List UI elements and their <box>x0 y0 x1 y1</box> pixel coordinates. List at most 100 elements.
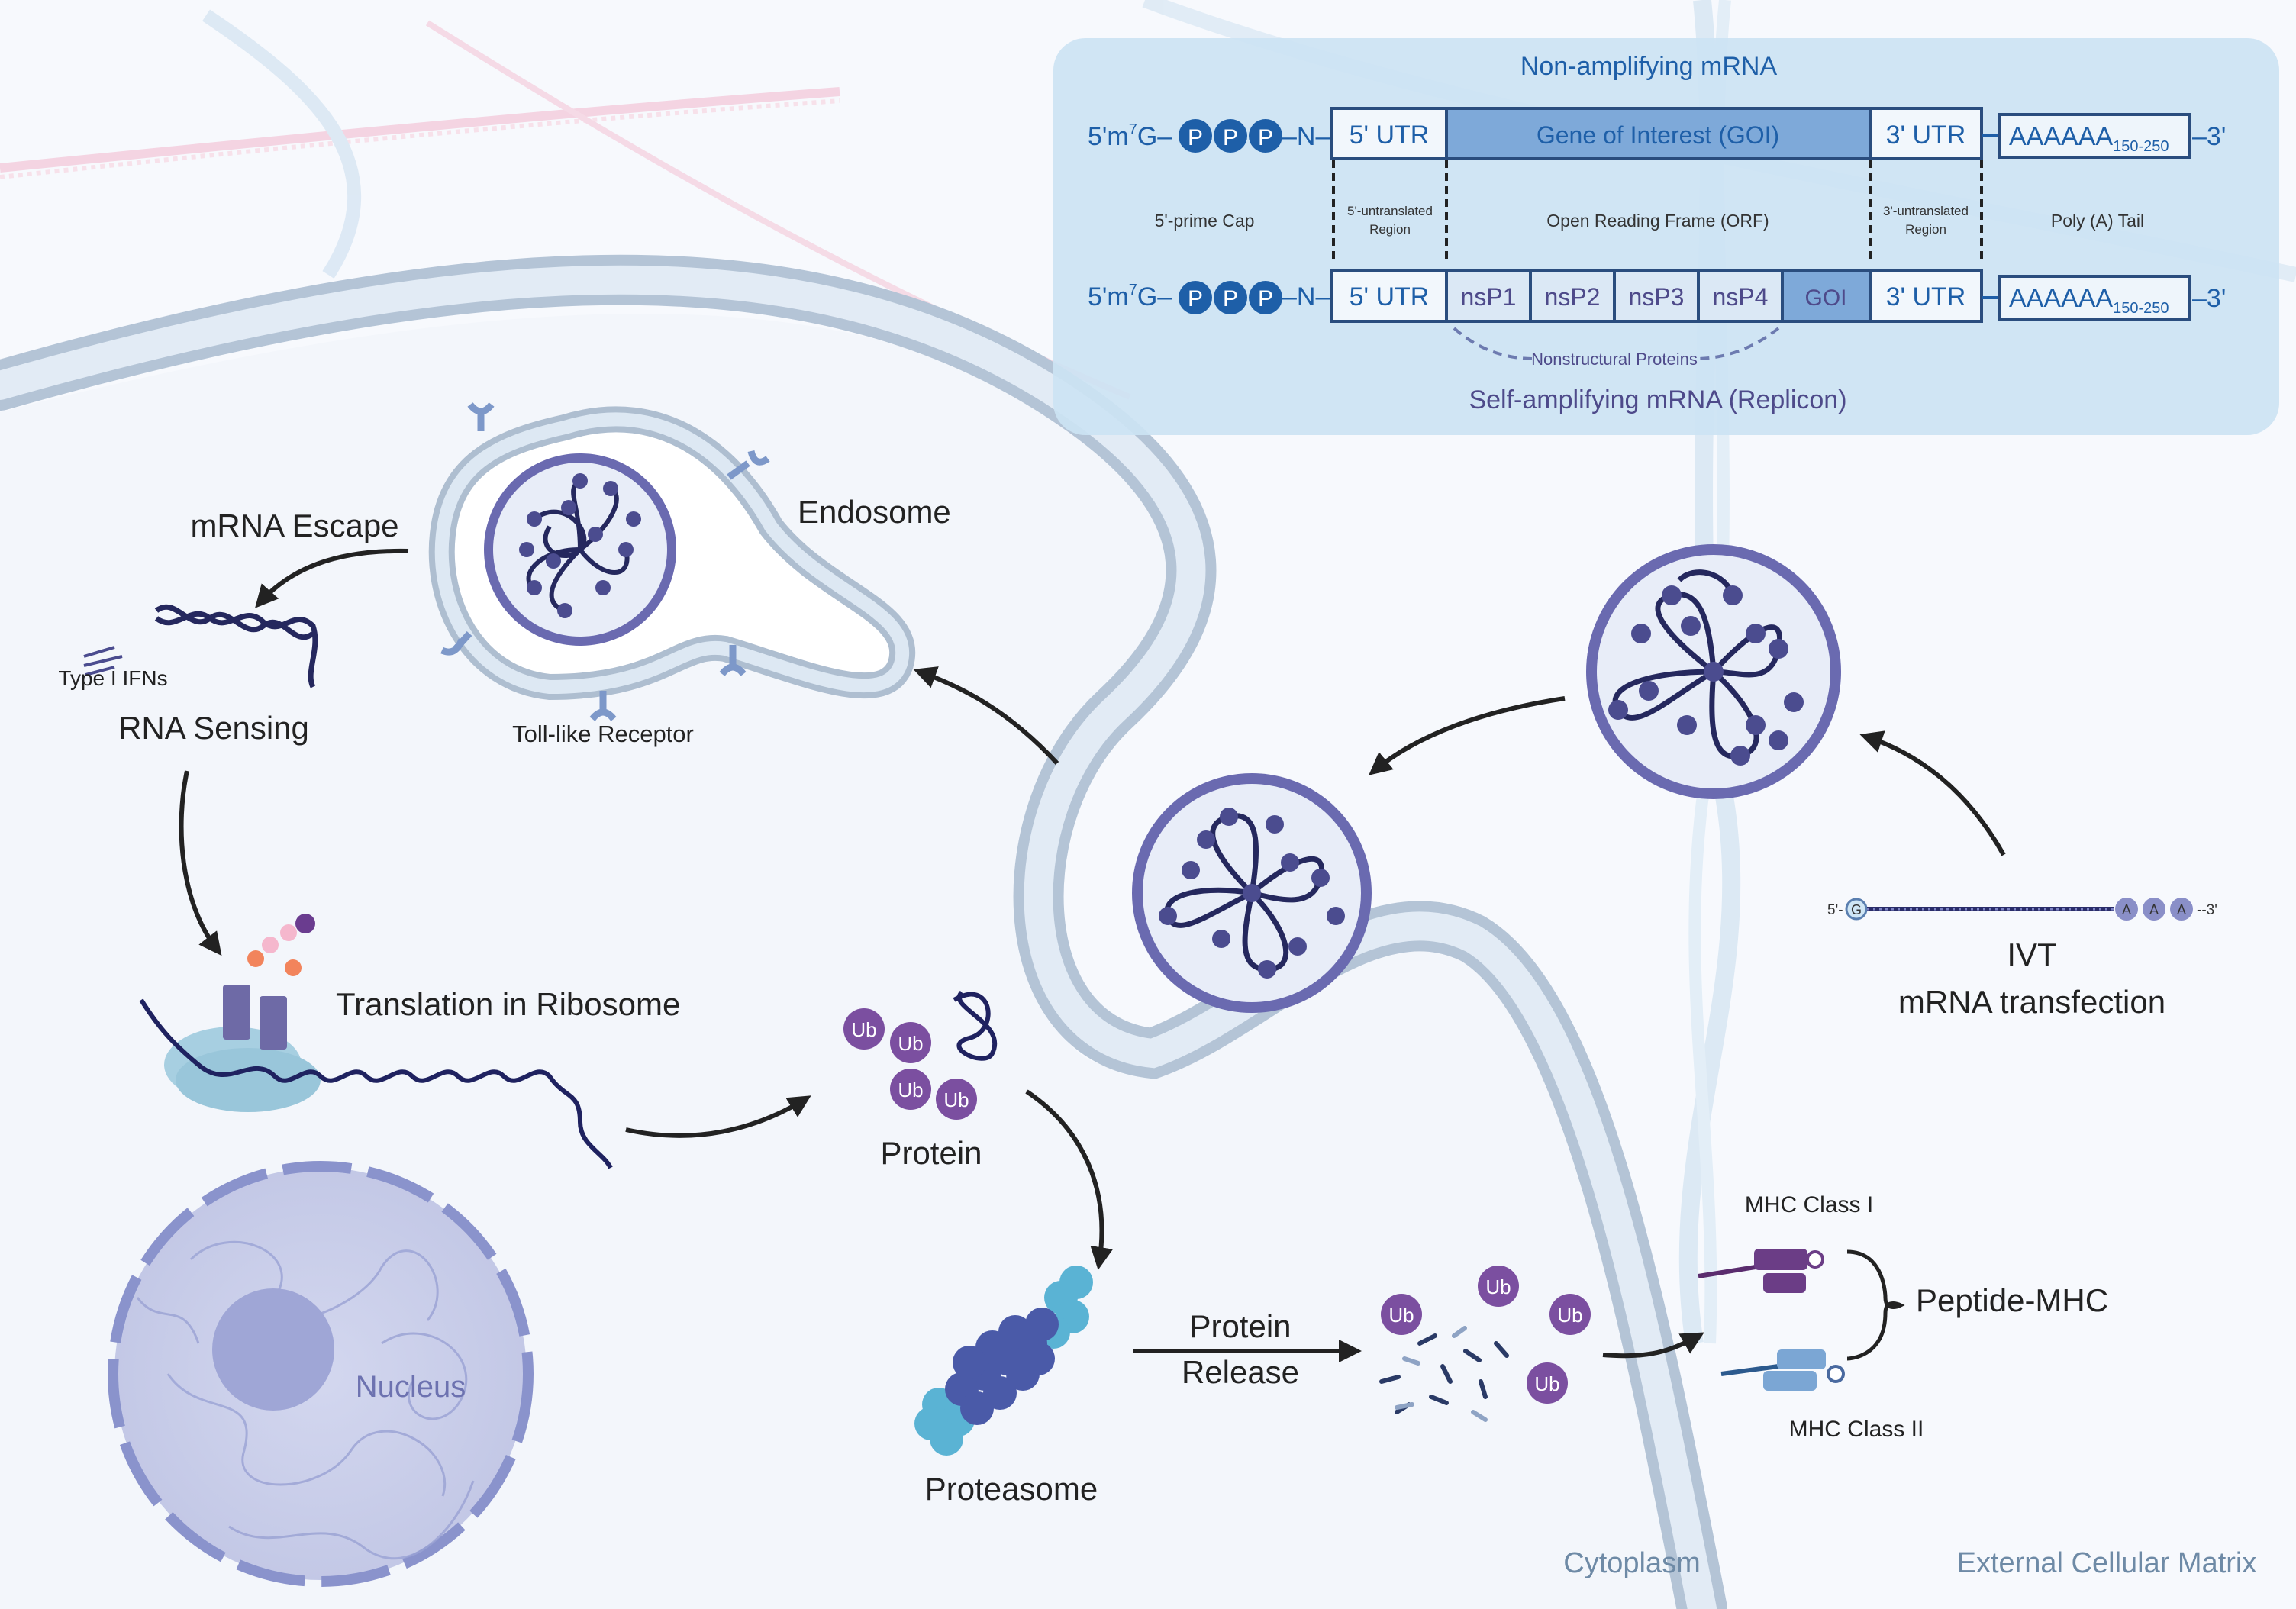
svg-text:5' UTR: 5' UTR <box>1350 121 1430 150</box>
cell-membrane <box>0 254 1727 1609</box>
tlr-label: Toll-like Receptor <box>512 721 694 747</box>
ivt-label: IVT <box>2007 937 2056 972</box>
cap-link-1: –N– <box>1282 122 1330 151</box>
svg-text:Ub: Ub <box>898 1032 923 1055</box>
svg-text:Ub: Ub <box>851 1018 876 1041</box>
type1-ifns-label: Type I IFNs <box>58 666 167 690</box>
mrna-constructs-panel: Non-amplifying mRNA 5'm7G– P P P –N– 5' … <box>1053 38 2279 435</box>
svg-text:Ub: Ub <box>898 1079 923 1101</box>
nsp1-box <box>1445 269 1532 323</box>
region-dividers <box>1332 160 1983 261</box>
utr5-box-1 <box>1330 107 1448 160</box>
svg-text:5'-: 5'- <box>1827 902 1843 918</box>
self-amplifying-title: Self-amplifying mRNA (Replicon) <box>1469 385 1846 414</box>
protein-release-label-1: Protein <box>1189 1308 1291 1344</box>
cytoplasm-label: Cytoplasm <box>1563 1547 1701 1579</box>
svg-text:Ub: Ub <box>1557 1304 1582 1327</box>
mhc2-label: MHC Class II <box>1789 1417 1924 1442</box>
endosome: Endosome Toll-like Receptor <box>428 402 951 747</box>
non-amplifying-title: Non-amplifying mRNA <box>1520 52 1778 81</box>
svg-text:P: P <box>1258 286 1273 311</box>
svg-text:Ub: Ub <box>1388 1304 1414 1327</box>
svg-text:3'-untranslated: 3'-untranslated <box>1883 204 1969 218</box>
ivt-mrna: 5'- G A A A --3' IVT mRNA transfection <box>1827 898 2217 1020</box>
peptide-fragments: Ub Ub Ub Ub <box>1379 1266 1591 1422</box>
nsp2-box <box>1529 269 1616 323</box>
cap-region-label: 5'-prime Cap <box>1155 211 1255 231</box>
phosphate-1b <box>1214 119 1247 153</box>
svg-text:Ub: Ub <box>1534 1372 1559 1395</box>
goi-box-2 <box>1781 269 1872 323</box>
svg-text:AAAAAA150-250: AAAAAA150-250 <box>2009 122 2169 155</box>
translation-label: Translation in Ribosome <box>336 986 680 1022</box>
rna-sensing: Type I IFNs RNA Sensing mRNA Escape <box>58 508 398 746</box>
svg-text:Gene of Interest (GOI): Gene of Interest (GOI) <box>1537 121 1779 149</box>
svg-text:Region: Region <box>1369 222 1411 237</box>
ubiquitinated-protein: Ub Ub Ub Ub Protein <box>843 990 997 1171</box>
proteasome: Proteasome <box>914 1266 1098 1507</box>
svg-text:nsP1: nsP1 <box>1461 283 1517 311</box>
endosome-label: Endosome <box>798 494 951 530</box>
polya-box-1 <box>1998 113 2191 159</box>
mhc1-label: MHC Class I <box>1745 1192 1873 1217</box>
protein-label: Protein <box>880 1135 982 1171</box>
nucleus-label: Nucleus <box>356 1370 466 1404</box>
nonstructural-label: Nonstructural Proteins <box>1531 350 1698 369</box>
phosphate-1c <box>1249 119 1282 153</box>
utr3-box-1 <box>1869 107 1983 160</box>
orf-label: Open Reading Frame (ORF) <box>1546 211 1769 231</box>
svg-text:--3': --3' <box>2197 902 2217 918</box>
mrna-escape-label: mRNA Escape <box>190 508 398 543</box>
svg-text:3' UTR: 3' UTR <box>1886 282 1966 311</box>
lnp-entering <box>1132 773 1372 1013</box>
rna-sensing-label: RNA Sensing <box>118 710 309 746</box>
svg-text:5'-untranslated: 5'-untranslated <box>1347 204 1433 218</box>
utr3-box-2 <box>1869 269 1983 323</box>
svg-text:–3': –3' <box>2192 122 2226 151</box>
svg-text:A: A <box>2122 902 2131 917</box>
svg-text:A: A <box>2149 902 2159 917</box>
flow-arrows <box>179 548 2006 1362</box>
svg-text:nsP2: nsP2 <box>1545 283 1601 311</box>
svg-text:nsP4: nsP4 <box>1713 283 1769 311</box>
svg-text:P: P <box>1258 125 1273 150</box>
svg-text:Ub: Ub <box>1485 1275 1511 1298</box>
nsp4-box <box>1697 269 1784 323</box>
peptide-mhc-brace <box>1846 1249 1905 1361</box>
svg-text:5' UTR: 5' UTR <box>1350 282 1430 311</box>
svg-text:P: P <box>1188 286 1203 311</box>
tlr-receptors <box>440 402 770 721</box>
ecm-label: External Cellular Matrix <box>1957 1547 2257 1579</box>
non-amplifying-construct: 5'm7G– P P P –N– 5' UTR Gene of Interest… <box>1088 107 2226 160</box>
ribosome-translation: Translation in Ribosome <box>139 914 680 1169</box>
svg-text:GOI: GOI <box>1804 285 1846 311</box>
svg-text:3' UTR: 3' UTR <box>1886 121 1966 150</box>
polya-label: Poly (A) Tail <box>2051 211 2144 231</box>
mrna-transfection-label: mRNA transfection <box>1898 984 2165 1020</box>
peptide-mhc-label: Peptide-MHC <box>1916 1282 2108 1318</box>
protein-release-label-2: Release <box>1182 1354 1299 1390</box>
lnp-extracellular <box>1586 544 1841 799</box>
svg-text:P: P <box>1223 125 1238 150</box>
svg-text:P: P <box>1223 286 1238 311</box>
constructs-panel-background <box>1053 38 2279 435</box>
svg-text:A: A <box>2177 902 2186 917</box>
svg-text:Region: Region <box>1905 222 1946 237</box>
svg-text:–3': –3' <box>2192 284 2226 313</box>
goi-box-1 <box>1445 107 1872 160</box>
svg-text:Ub: Ub <box>943 1088 969 1111</box>
mhc-molecules: MHC Class I MHC Class II Peptide-MHC <box>1698 1192 2108 1442</box>
proteasome-label: Proteasome <box>925 1471 1098 1507</box>
svg-text:–N–: –N– <box>1282 282 1330 311</box>
polya-box-2 <box>1998 275 2191 321</box>
cap-text-1: 5'm7G– <box>1088 121 1172 151</box>
cap-text-2: 5'm7G– <box>1088 282 1172 311</box>
svg-text:nsP3: nsP3 <box>1629 283 1685 311</box>
nsp3-box <box>1613 269 1700 323</box>
phosphate-1a <box>1179 119 1212 153</box>
svg-text:G: G <box>1851 902 1862 917</box>
nucleus: Nucleus <box>108 1161 534 1587</box>
self-amplifying-construct: 5'm7G– P P P –N– 5' UTR nsP1 nsP2 nsP3 n… <box>1088 269 2226 323</box>
